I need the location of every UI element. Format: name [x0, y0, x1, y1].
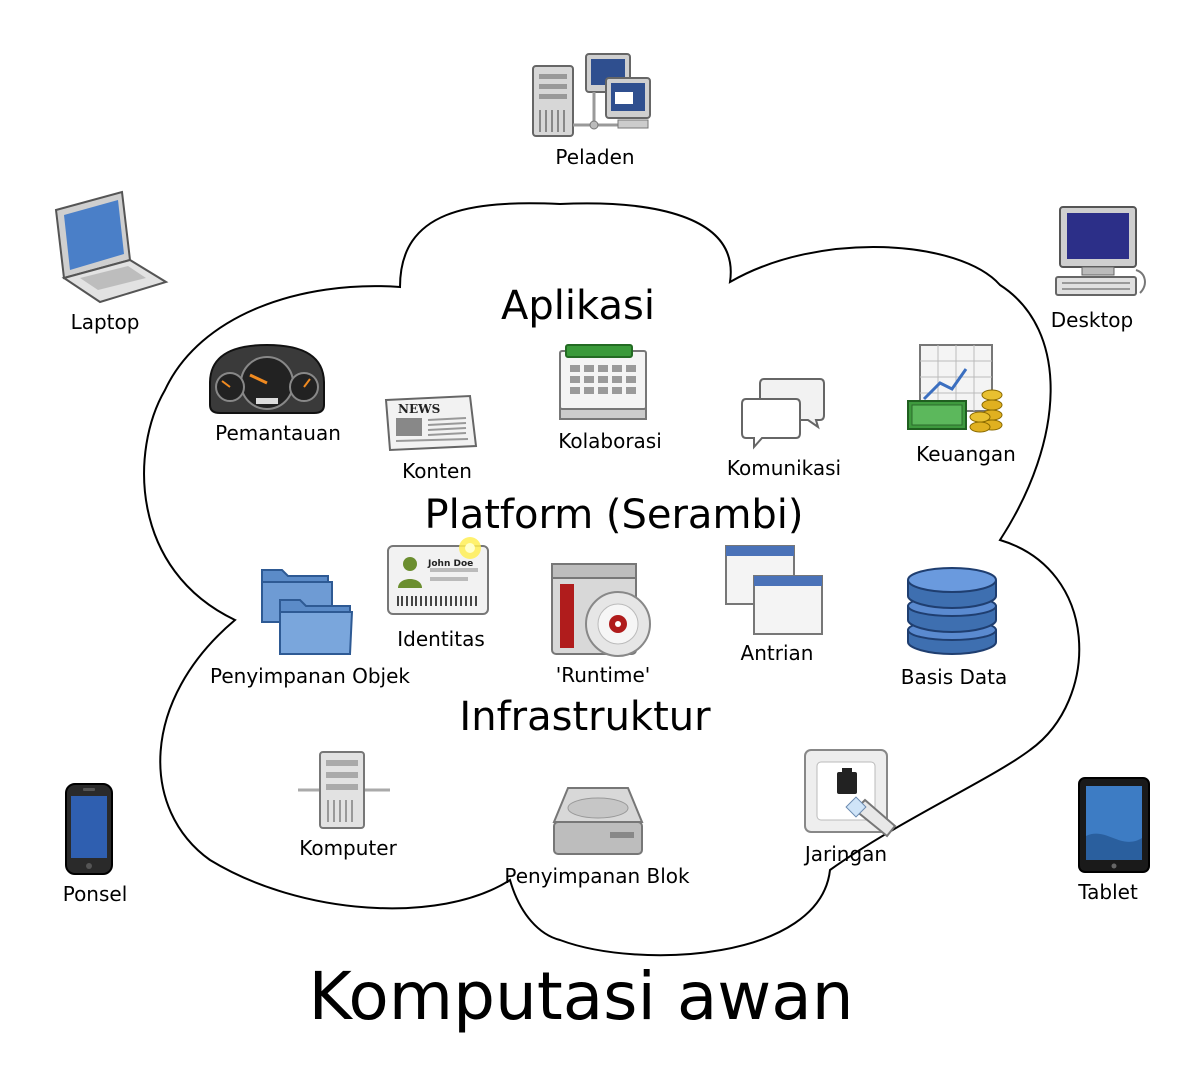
folders-icon — [261, 569, 354, 655]
application-layer-heading: Aplikasi — [501, 283, 655, 329]
compute-label: Komputer — [299, 836, 397, 860]
computer-tower-icon — [298, 751, 390, 829]
network-label: Jaringan — [804, 842, 888, 866]
monitoring-label: Pemantauan — [215, 421, 341, 445]
calendar-icon — [559, 344, 647, 420]
server-icon — [532, 53, 651, 137]
software-package-disc-icon — [551, 563, 651, 657]
platform-layer-heading: Platform (Serambi) — [424, 492, 804, 538]
laptop-label: Laptop — [70, 310, 140, 334]
runtime-label: 'Runtime' — [555, 663, 651, 687]
queue-label: Antrian — [740, 641, 814, 665]
database-label: Basis Data — [900, 665, 1008, 689]
newspaper-headline: NEWS — [398, 402, 440, 416]
newspaper-icon: NEWS — [384, 394, 478, 452]
queue-windows-icon — [725, 545, 823, 635]
collaboration-label: Kolaborasi — [558, 429, 662, 453]
dashboard-gauge-icon — [209, 343, 325, 414]
database-icon — [907, 567, 997, 656]
id-card-icon: John Doe — [387, 537, 489, 615]
network-socket-icon — [804, 749, 897, 838]
content-label: Konten — [402, 459, 472, 483]
server-label: Peladen — [555, 145, 635, 169]
finance-chart-money-icon — [907, 344, 1003, 433]
finance-label: Keuangan — [916, 442, 1016, 466]
block-storage-label: Penyimpanan Blok — [504, 864, 690, 888]
tablet-label: Tablet — [1078, 880, 1138, 904]
chat-bubbles-icon — [741, 378, 825, 450]
phone-label: Ponsel — [62, 882, 128, 906]
communication-label: Komunikasi — [726, 456, 842, 480]
infrastructure-layer-heading: Infrastruktur — [459, 694, 711, 740]
object-storage-label: Penyimpanan Objek — [210, 664, 410, 688]
tablet-icon — [1078, 777, 1150, 873]
desktop-icon — [1055, 206, 1146, 296]
id-card-name: John Doe — [427, 559, 473, 569]
laptop-icon — [54, 190, 169, 304]
diagram-title: Komputasi awan — [308, 958, 854, 1035]
desktop-label: Desktop — [1050, 308, 1134, 332]
hard-drive-icon — [552, 787, 644, 855]
phone-icon — [65, 783, 113, 875]
identity-label: Identitas — [397, 627, 485, 651]
